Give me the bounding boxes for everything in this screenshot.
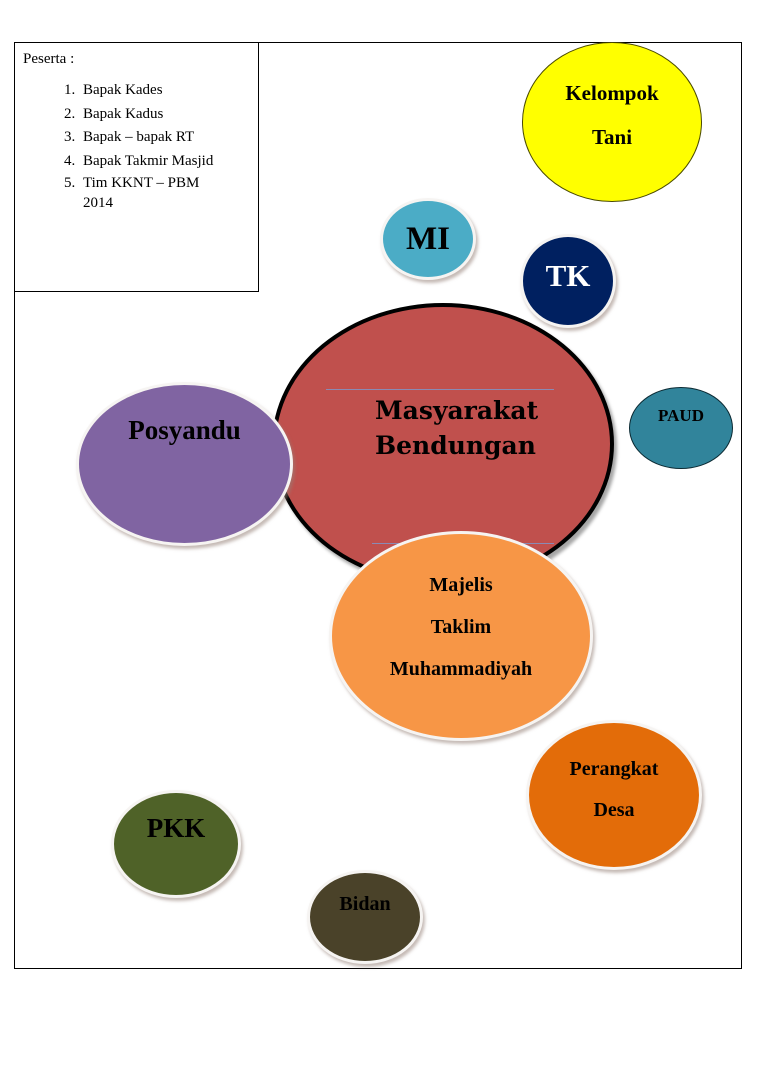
participants-title: Peserta : <box>23 51 75 67</box>
node-bidan: Bidan <box>307 870 423 964</box>
participant-item: Bapak Kadus <box>79 103 250 127</box>
node-label: PKK <box>146 813 206 843</box>
node-mi: MI <box>380 198 476 280</box>
node-label: Majelis <box>429 574 493 596</box>
participant-item: Tim KKNT – PBM 2014 <box>79 173 233 213</box>
center-label-line1: Masyarakat <box>375 396 539 425</box>
node-kelompok-tani: Kelompok Tani <box>522 42 702 202</box>
participants-box: Peserta : Bapak Kades Bapak Kadus Bapak … <box>14 42 259 292</box>
node-label: Posyandu <box>128 415 241 445</box>
node-label: TK <box>545 258 591 293</box>
node-label: Desa <box>593 799 635 821</box>
node-majelis-taklim: Majelis Taklim Muhammadiyah <box>329 531 593 741</box>
participant-item: Bapak Kades <box>79 79 250 103</box>
participant-item: Bapak Takmir Masjid <box>79 150 250 174</box>
node-label: MI <box>406 220 450 257</box>
diagram-frame <box>14 42 742 969</box>
center-divider-top <box>326 389 554 390</box>
center-label-line2: Bendungan <box>375 431 536 460</box>
node-label: Bidan <box>339 893 391 915</box>
node-label: Muhammadiyah <box>389 658 533 680</box>
node-paud: PAUD <box>629 387 733 469</box>
node-label: Taklim <box>430 616 492 638</box>
node-tk: TK <box>520 234 616 328</box>
node-label: Perangkat <box>569 758 659 780</box>
node-label: Tani <box>591 125 633 149</box>
node-label: PAUD <box>658 406 704 425</box>
participants-list: Bapak Kades Bapak Kadus Bapak – bapak RT… <box>23 79 250 213</box>
center-label: Masyarakat Bendungan <box>375 393 538 463</box>
participant-item: Bapak – bapak RT <box>79 126 250 150</box>
node-label: Kelompok <box>565 81 659 105</box>
node-pkk: PKK <box>111 790 241 898</box>
node-posyandu: Posyandu <box>76 382 293 546</box>
node-perangkat-desa: Perangkat Desa <box>526 720 702 870</box>
